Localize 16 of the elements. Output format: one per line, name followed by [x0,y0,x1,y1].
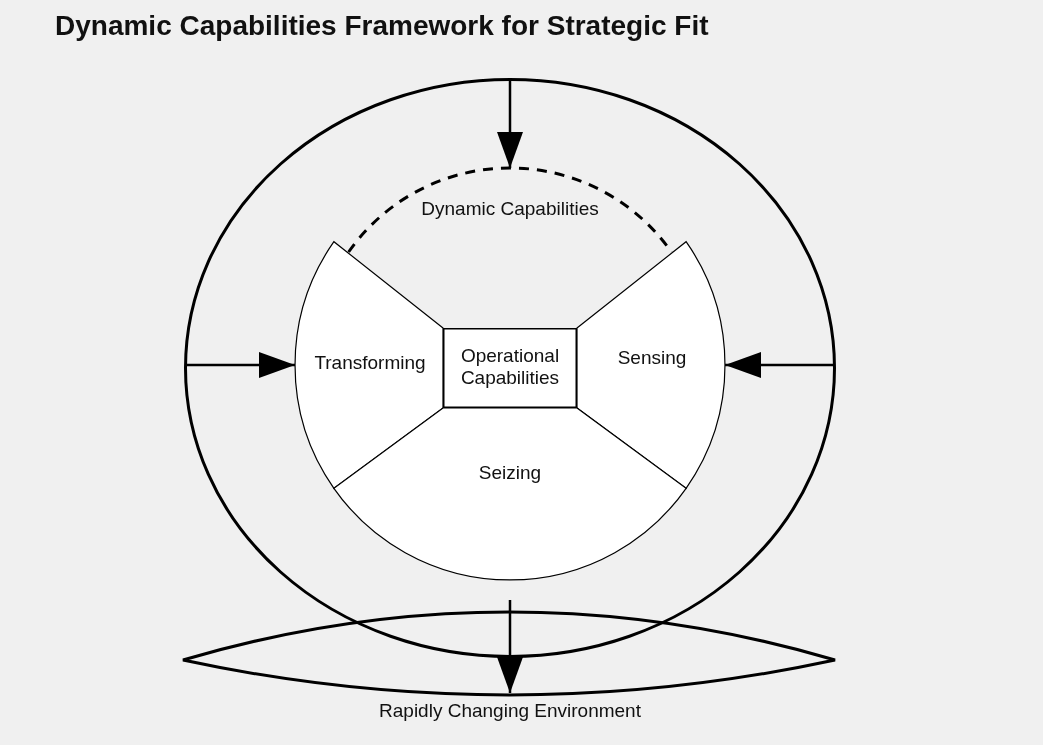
sector-shape [577,242,725,488]
node-label: Sensing [616,347,688,369]
node-label: Dynamic Capabilities [420,198,600,220]
node-label: Operational Capabilities [459,345,561,389]
diagram-title: Dynamic Capabilities Framework for Strategic Fit [55,10,709,42]
sector-shape [334,408,686,580]
arrow [497,600,523,693]
node-label: Rapidly Changing Environment [378,700,642,722]
process-box [443,328,577,408]
arrow [185,352,295,378]
sector-shape [295,242,443,488]
node-label: Seizing [477,462,543,484]
arrow [497,79,523,168]
circle-shape [184,78,836,658]
arrow [725,352,835,378]
node-label: Transforming [313,352,427,374]
